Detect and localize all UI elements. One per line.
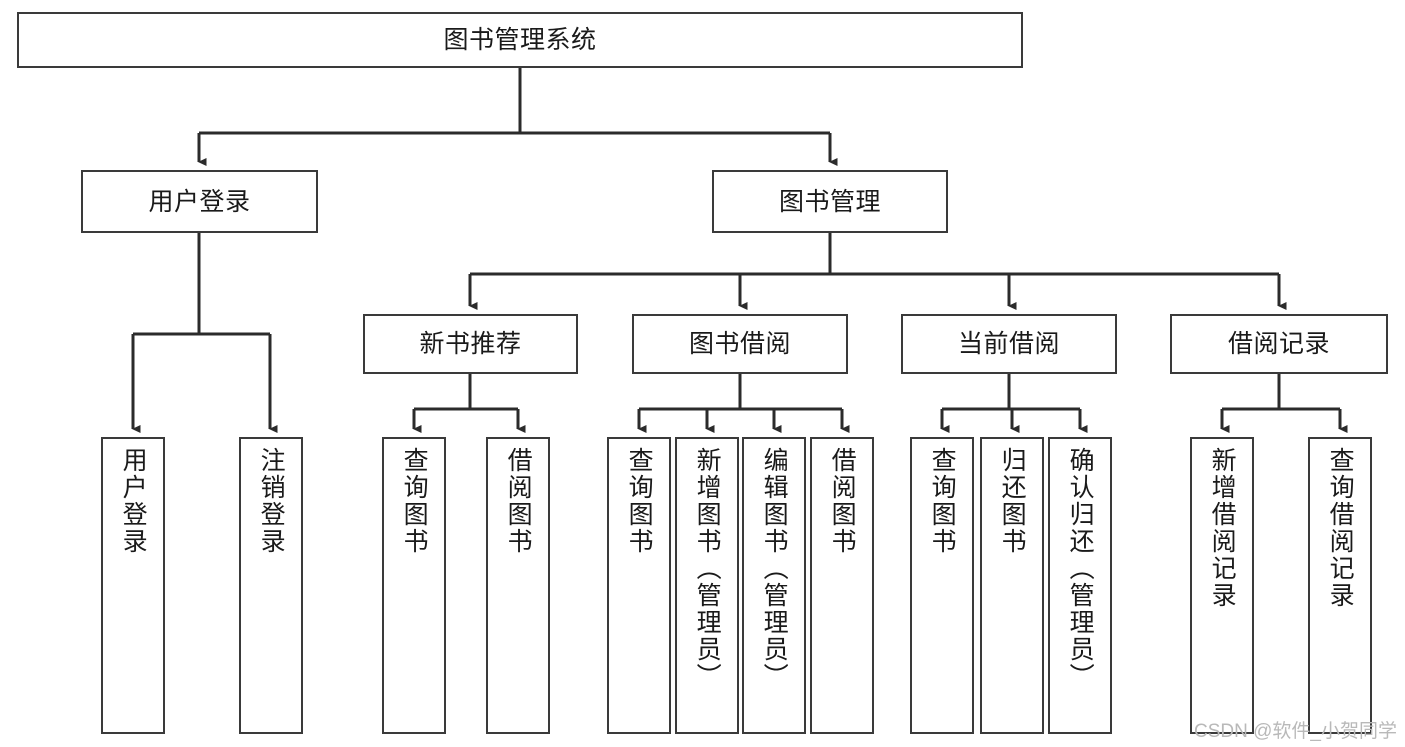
leaf-query-books-borrow[interactable]: 查询图书 bbox=[607, 437, 671, 734]
leaf-user-login[interactable]: 用户登录 bbox=[101, 437, 165, 734]
leaf-add-book-admin[interactable]: 新增图书（管理员） bbox=[675, 437, 739, 734]
node-label: 新增借阅记录 bbox=[1208, 447, 1237, 609]
node-label: 确认归还（管理员） bbox=[1066, 447, 1095, 690]
leaf-return-books[interactable]: 归还图书 bbox=[980, 437, 1044, 734]
leaf-borrow-books[interactable]: 借阅图书 bbox=[810, 437, 874, 734]
node-label: 编辑图书（管理员） bbox=[760, 447, 789, 690]
node-label: 用户登录 bbox=[119, 447, 148, 555]
leaf-query-books-current[interactable]: 查询图书 bbox=[910, 437, 974, 734]
node-label: 图书借阅 bbox=[688, 330, 791, 358]
node-book-management[interactable]: 图书管理 bbox=[712, 170, 948, 233]
node-label: 借阅图书 bbox=[828, 447, 857, 555]
node-book-borrow[interactable]: 图书借阅 bbox=[632, 314, 848, 374]
csdn-watermark: CSDN @软件_小贺同学 bbox=[1194, 721, 1397, 742]
node-label: 图书管理 bbox=[778, 187, 881, 216]
node-new-book-recommend[interactable]: 新书推荐 bbox=[363, 314, 578, 374]
node-current-borrow[interactable]: 当前借阅 bbox=[901, 314, 1117, 374]
node-label: 借阅图书 bbox=[504, 447, 533, 555]
node-label: 借阅记录 bbox=[1227, 330, 1330, 358]
node-label: 注销登录 bbox=[257, 447, 286, 555]
node-borrow-records[interactable]: 借阅记录 bbox=[1170, 314, 1388, 374]
leaf-edit-book-admin[interactable]: 编辑图书（管理员） bbox=[742, 437, 806, 734]
node-label: 查询借阅记录 bbox=[1326, 447, 1355, 609]
node-user-login[interactable]: 用户登录 bbox=[81, 170, 318, 233]
leaf-logout-login[interactable]: 注销登录 bbox=[239, 437, 303, 734]
node-label: 当前借阅 bbox=[957, 330, 1060, 358]
node-label: 查询图书 bbox=[625, 447, 654, 555]
node-label: 新增图书（管理员） bbox=[693, 447, 722, 690]
leaf-query-borrow-record[interactable]: 查询借阅记录 bbox=[1308, 437, 1372, 734]
node-label: 新书推荐 bbox=[419, 330, 522, 358]
node-label: 查询图书 bbox=[928, 447, 957, 555]
leaf-add-borrow-record[interactable]: 新增借阅记录 bbox=[1190, 437, 1254, 734]
node-label: 用户登录 bbox=[148, 187, 251, 216]
node-label: 图书管理系统 bbox=[443, 26, 597, 54]
node-label: 查询图书 bbox=[400, 447, 429, 555]
node-root-system[interactable]: 图书管理系统 bbox=[17, 12, 1023, 68]
leaf-confirm-return-admin[interactable]: 确认归还（管理员） bbox=[1048, 437, 1112, 734]
node-label: 归还图书 bbox=[998, 447, 1027, 555]
leaf-borrow-books-recommend[interactable]: 借阅图书 bbox=[486, 437, 550, 734]
leaf-query-books-recommend[interactable]: 查询图书 bbox=[382, 437, 446, 734]
